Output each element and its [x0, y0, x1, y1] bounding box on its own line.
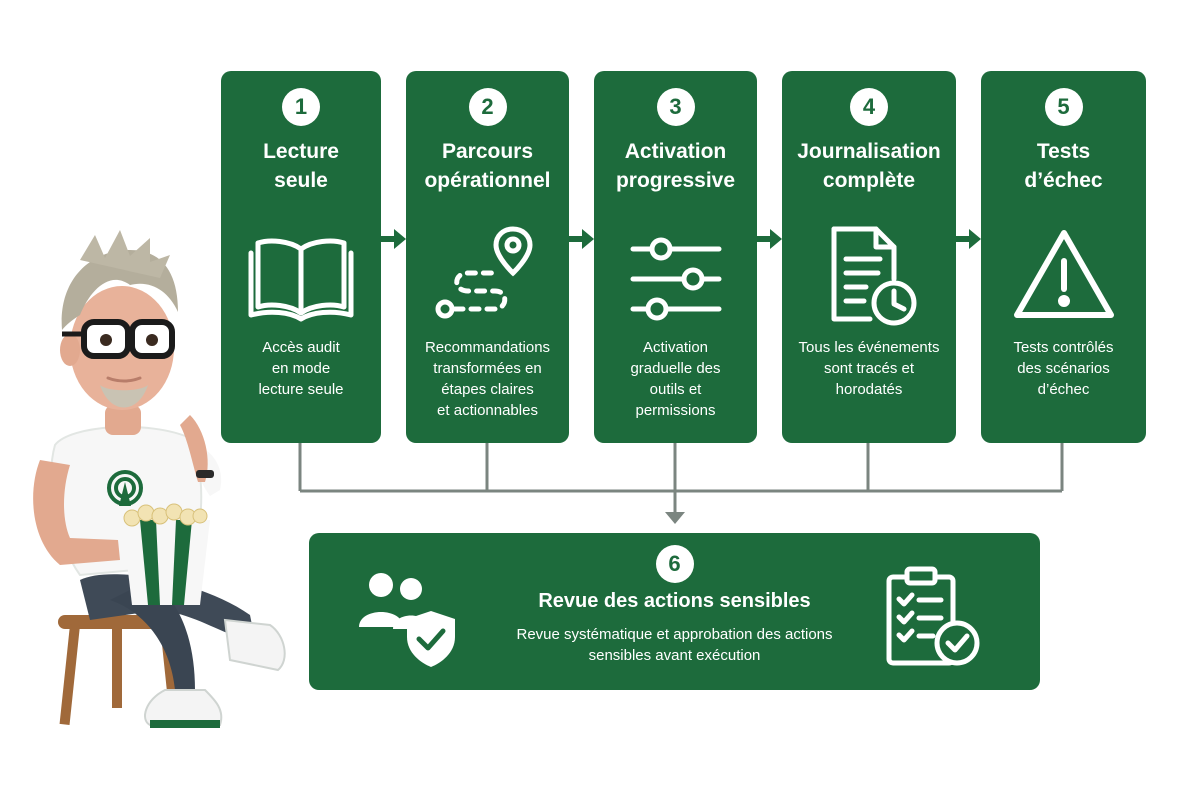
clipboard-check-icon [886, 566, 980, 666]
warning-icon [1013, 230, 1114, 318]
users-shield-icon [359, 573, 455, 667]
sliders-icon [630, 237, 721, 321]
open-book-icon [248, 238, 354, 322]
review-card: 6 Revue des actions sensibles Revue syst… [309, 533, 1040, 690]
step-number-badge: 3 [656, 88, 695, 126]
step-number-badge: 2 [468, 88, 507, 126]
mascot-illustration [33, 230, 286, 728]
review-title: Revue des actions sensibles [538, 590, 811, 612]
route-pin-icon [435, 226, 533, 319]
review-description: Revue systématique et approbation des ac… [516, 626, 833, 664]
document-clock-icon [831, 226, 917, 326]
step-number-badge: 5 [1044, 88, 1083, 126]
step-number-badge: 1 [282, 88, 320, 126]
step-number-badge: 4 [850, 88, 888, 126]
step-number-badge: 6 [655, 545, 694, 583]
